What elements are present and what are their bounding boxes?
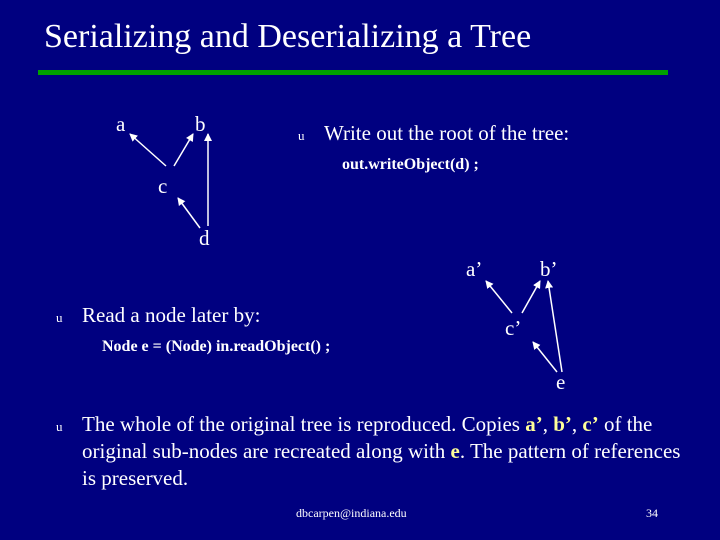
node-c-copy: c’ (505, 316, 522, 340)
page-number: 34 (646, 506, 658, 520)
node-b-copy: b’ (540, 257, 558, 281)
bullet-3-text-3: , (571, 412, 583, 436)
bullet-1-icon: u (298, 128, 305, 143)
edge-c2-to-b2 (521, 280, 541, 314)
bullet-3-e: e (450, 439, 460, 463)
bullet-3-c-copy: c’ (582, 412, 599, 436)
slide-title: Serializing and Deserializing a Tree (44, 18, 532, 55)
edge-e-to-b2 (545, 280, 563, 373)
edge-c2-to-a2 (485, 280, 513, 314)
bullet-2-text: Read a node later by: (82, 303, 261, 327)
edge-c-to-a (129, 133, 167, 167)
bullet-3-text-5: . The pattern of references is preserved… (82, 439, 681, 490)
bullet-3-icon: u (56, 419, 63, 434)
edge-e-to-c2 (532, 341, 558, 373)
bullet-3-a-copy: a’ (525, 412, 543, 436)
node-c: c (158, 174, 168, 198)
edge-c-to-b (173, 133, 194, 167)
bullet-3-text-2: , (542, 412, 554, 436)
node-d: d (199, 226, 210, 250)
bullet-3-text-4: of the original sub-nodes are recreated … (82, 412, 653, 463)
node-b: b (195, 112, 206, 136)
bullet-3-b-copy: b’ (553, 412, 572, 436)
edge-d-to-c (177, 197, 201, 229)
bullet-3-paragraph: The whole of the original tree is reprod… (82, 411, 692, 492)
node-a-copy: a’ (466, 257, 483, 281)
node-e: e (556, 370, 566, 394)
bullet-1-text: Write out the root of the tree: (324, 121, 570, 145)
title-underline (38, 70, 668, 75)
bullet-3-text-1: The whole of the original tree is reprod… (82, 412, 526, 436)
footer-email: dbcarpen@indiana.edu (296, 506, 407, 520)
bullet-2-code: Node e = (Node) in.readObject() ; (102, 338, 331, 355)
bullet-2-icon: u (56, 310, 63, 325)
node-a: a (116, 112, 126, 136)
bullet-1-code: out.writeObject(d) ; (342, 156, 479, 173)
